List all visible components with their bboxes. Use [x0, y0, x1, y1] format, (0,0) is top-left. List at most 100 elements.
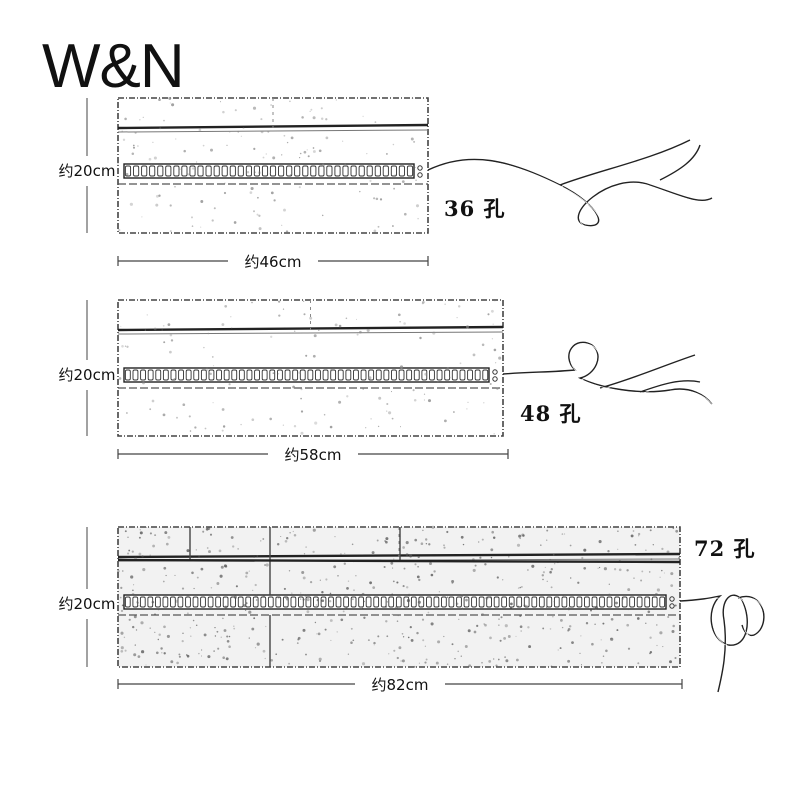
cloth-texture	[124, 345, 127, 347]
pencil-slot	[290, 596, 297, 608]
cloth-texture	[122, 570, 124, 572]
cloth-texture	[542, 571, 545, 574]
pencil-slot	[278, 165, 285, 177]
cloth-texture	[128, 618, 131, 621]
pencil-slot	[382, 165, 389, 177]
cloth-texture	[303, 150, 307, 154]
cloth-texture	[608, 583, 610, 585]
pencil-slot	[358, 165, 365, 177]
cloth-texture	[233, 221, 237, 224]
pencil-slot	[277, 369, 283, 381]
cloth-texture	[417, 555, 420, 559]
cloth-texture	[405, 586, 409, 589]
cloth-texture	[312, 528, 316, 532]
cloth-texture	[233, 595, 237, 599]
cloth-texture	[645, 622, 647, 624]
cloth-texture	[186, 549, 190, 553]
cloth-texture	[422, 300, 425, 304]
cloth-texture	[671, 629, 675, 634]
cloth-texture	[446, 367, 450, 371]
cloth-texture	[127, 536, 129, 538]
cloth-texture	[254, 165, 256, 167]
cloth-texture	[561, 533, 564, 535]
pencil-slot	[132, 596, 139, 608]
cloth-texture	[254, 171, 256, 173]
cloth-texture	[192, 167, 195, 170]
pencil-slot	[486, 596, 492, 608]
cloth-texture	[659, 576, 661, 578]
cloth-texture	[231, 327, 233, 329]
cloth-texture	[345, 317, 348, 320]
cloth-texture	[540, 544, 542, 546]
cloth-texture	[672, 527, 675, 530]
cloth-texture	[178, 653, 181, 656]
cloth-texture	[347, 653, 350, 655]
cloth-texture	[237, 130, 240, 133]
cloth-texture	[175, 138, 177, 140]
pencil-slot	[254, 369, 260, 381]
cloth-texture	[425, 658, 428, 661]
cloth-texture	[641, 526, 644, 529]
pencil-slot	[360, 369, 367, 381]
cloth-texture	[120, 646, 124, 650]
cloth-texture	[647, 610, 651, 614]
cloth-texture	[228, 635, 231, 638]
cloth-texture	[378, 396, 382, 400]
cloth-texture	[546, 539, 548, 541]
cloth-texture	[598, 566, 601, 569]
cloth-texture	[309, 580, 313, 584]
cloth-texture	[583, 548, 587, 552]
cloth-texture	[251, 418, 255, 422]
cloth-texture	[519, 586, 522, 589]
cloth-texture	[318, 329, 320, 332]
cloth-texture	[427, 399, 432, 403]
cloth-texture	[190, 216, 194, 219]
cloth-texture	[198, 128, 202, 132]
cloth-texture	[420, 542, 424, 545]
pencil-slot	[269, 165, 277, 177]
pencil-slot	[322, 369, 329, 381]
cloth-texture	[473, 630, 477, 634]
pencil-slot	[553, 596, 560, 608]
cloth-texture	[306, 149, 308, 151]
pencil-slot	[342, 165, 349, 177]
cloth-texture	[333, 565, 337, 569]
cloth-texture	[352, 639, 355, 642]
cloth-texture	[224, 565, 228, 568]
pencil-slot	[353, 369, 359, 381]
cloth-texture	[340, 618, 344, 622]
cloth-texture	[391, 593, 393, 595]
pencil-slot	[576, 596, 583, 608]
cloth-texture	[334, 323, 338, 327]
cloth-texture	[667, 615, 670, 619]
pencil-slot	[501, 596, 507, 608]
cloth-texture	[418, 662, 420, 664]
pencil-slot	[307, 369, 314, 381]
cloth-texture	[154, 613, 156, 616]
cloth-texture	[240, 423, 242, 426]
cloth-texture	[630, 534, 634, 538]
pencil-slot	[245, 596, 252, 608]
cloth-texture	[286, 597, 289, 601]
pencil-slot	[391, 369, 397, 381]
cloth-texture	[481, 343, 485, 347]
cloth-texture	[457, 305, 461, 308]
cloth-texture	[406, 599, 410, 603]
cloth-texture	[557, 649, 559, 651]
cloth-texture	[355, 318, 358, 320]
cloth-texture	[187, 173, 190, 176]
cloth-texture	[373, 641, 376, 645]
cloth-texture	[366, 153, 368, 155]
cloth-texture	[636, 617, 640, 620]
cloth-texture	[145, 664, 147, 666]
cloth-texture	[567, 627, 571, 631]
cloth-texture	[309, 316, 313, 320]
cloth-texture	[185, 654, 188, 656]
cloth-texture	[403, 212, 407, 216]
cloth-texture	[163, 566, 167, 570]
cloth-texture	[541, 574, 544, 577]
cloth-texture	[245, 575, 248, 578]
cloth-texture	[153, 156, 157, 160]
cloth-texture	[561, 626, 564, 629]
cloth-texture	[550, 665, 553, 668]
